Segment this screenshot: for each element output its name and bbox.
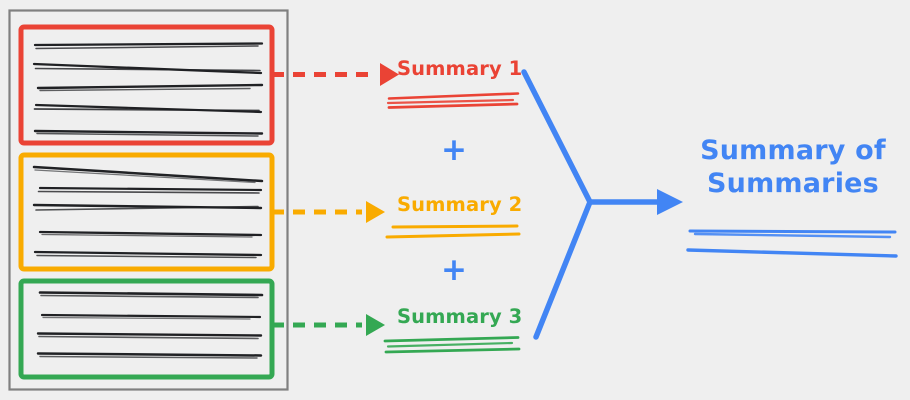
- sketch-lines-green: [36, 291, 264, 359]
- connector-arrow-green: [272, 314, 385, 336]
- summary-3-label: Summary 3: [397, 305, 523, 328]
- final-summary-line-2: Summaries: [707, 167, 879, 199]
- source-group-red: [18, 24, 275, 146]
- plus-operator-1: +: [441, 132, 468, 168]
- summary-2-label: Summary 2: [397, 193, 523, 216]
- final-summary-underline: [686, 229, 898, 258]
- summary-3-underline: [383, 336, 521, 354]
- summary-1-underline: [386, 92, 520, 109]
- plus-operator-2: +: [441, 252, 468, 288]
- merge-arrowhead: [657, 189, 683, 215]
- sketch-lines-red: [32, 42, 264, 137]
- final-summary-title: Summary of Summaries: [690, 135, 896, 201]
- summary-2-underline: [385, 224, 521, 239]
- connector-arrow-red: [272, 63, 399, 86]
- source-group-orange: [18, 152, 275, 272]
- connector-arrow-merge: [521, 69, 663, 340]
- connector-arrow-orange: [272, 201, 385, 223]
- source-group-green-border: [18, 278, 275, 380]
- final-summary-line-1: Summary of: [700, 135, 886, 166]
- source-group-green: [18, 278, 275, 380]
- summary-1-label: Summary 1: [397, 57, 523, 80]
- source-group-red-border: [18, 24, 275, 146]
- sketch-lines-orange: [32, 165, 264, 259]
- source-documents-container: [8, 9, 289, 391]
